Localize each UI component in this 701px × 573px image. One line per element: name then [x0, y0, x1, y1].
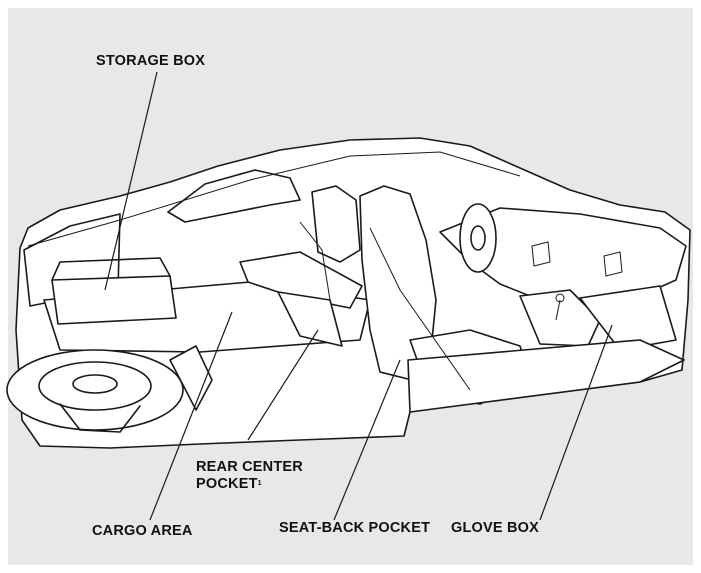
- label-seat-back-pocket: SEAT-BACK POCKET: [279, 520, 430, 537]
- storage-box: [52, 276, 176, 324]
- label-rear-center-pocket-line1: REAR CENTER: [196, 459, 303, 476]
- label-rear-center-pocket: REAR CENTER POCKET1: [196, 459, 303, 493]
- label-rear-center-pocket-line2: POCKET: [196, 476, 258, 492]
- label-glove-box: GLOVE BOX: [451, 520, 539, 537]
- footnote-marker: 1: [258, 480, 262, 487]
- label-storage-box: STORAGE BOX: [96, 53, 205, 70]
- label-cargo-area: CARGO AREA: [92, 523, 193, 540]
